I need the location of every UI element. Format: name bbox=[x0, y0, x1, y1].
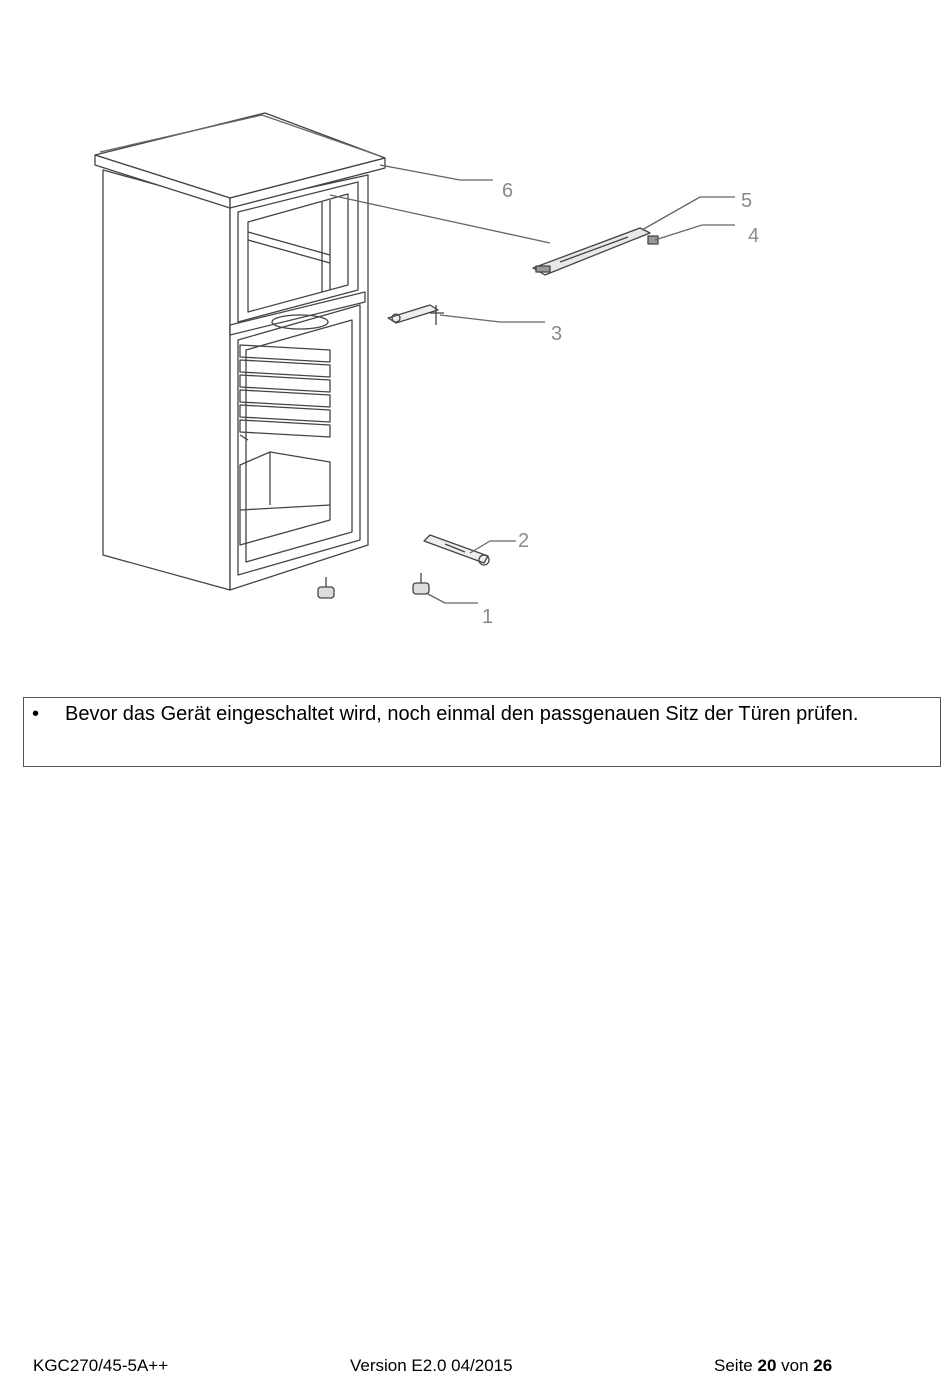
callout-3: 3 bbox=[551, 323, 562, 345]
callout-6: 6 bbox=[502, 180, 513, 202]
adjustable-foot-left bbox=[317, 577, 335, 599]
fridge-shelves bbox=[239, 344, 331, 438]
adjustable-foot-right bbox=[412, 573, 430, 595]
fridge-compartment bbox=[237, 304, 361, 576]
crisper-drawer bbox=[239, 451, 331, 546]
refrigerator-exploded-diagram: 6 5 4 3 2 1 bbox=[94, 112, 759, 628]
footer-page-number: Seite 20 von 26 bbox=[714, 1356, 832, 1376]
page-separator: von bbox=[781, 1356, 809, 1375]
cabinet-side bbox=[102, 169, 231, 591]
footer-model: KGC270/45-5A++ bbox=[33, 1356, 169, 1375]
page-total: 26 bbox=[813, 1356, 833, 1375]
page-current: 20 bbox=[757, 1356, 777, 1375]
upper-hinge-plate bbox=[532, 227, 651, 276]
bullet-icon: • bbox=[32, 703, 40, 725]
page-prefix: Seite bbox=[714, 1356, 753, 1375]
notice-text: Bevor das Gerät eingeschaltet wird, noch… bbox=[65, 703, 859, 725]
screw bbox=[647, 235, 659, 245]
lower-hinge bbox=[423, 534, 490, 566]
notice-box: • Bevor das Gerät eingeschaltet wird, no… bbox=[23, 697, 941, 767]
middle-hinge bbox=[387, 304, 444, 325]
freezer-compartment bbox=[237, 181, 359, 323]
cabinet-front bbox=[229, 174, 369, 591]
callout-1: 1 bbox=[482, 606, 493, 628]
footer-version: Version E2.0 04/2015 bbox=[350, 1356, 513, 1375]
callout-4: 4 bbox=[748, 225, 759, 247]
page-footer: KGC270/45-5A++ Version E2.0 04/2015 Seit… bbox=[0, 1356, 950, 1380]
callout-2: 2 bbox=[518, 530, 529, 552]
callout-5: 5 bbox=[741, 190, 752, 212]
